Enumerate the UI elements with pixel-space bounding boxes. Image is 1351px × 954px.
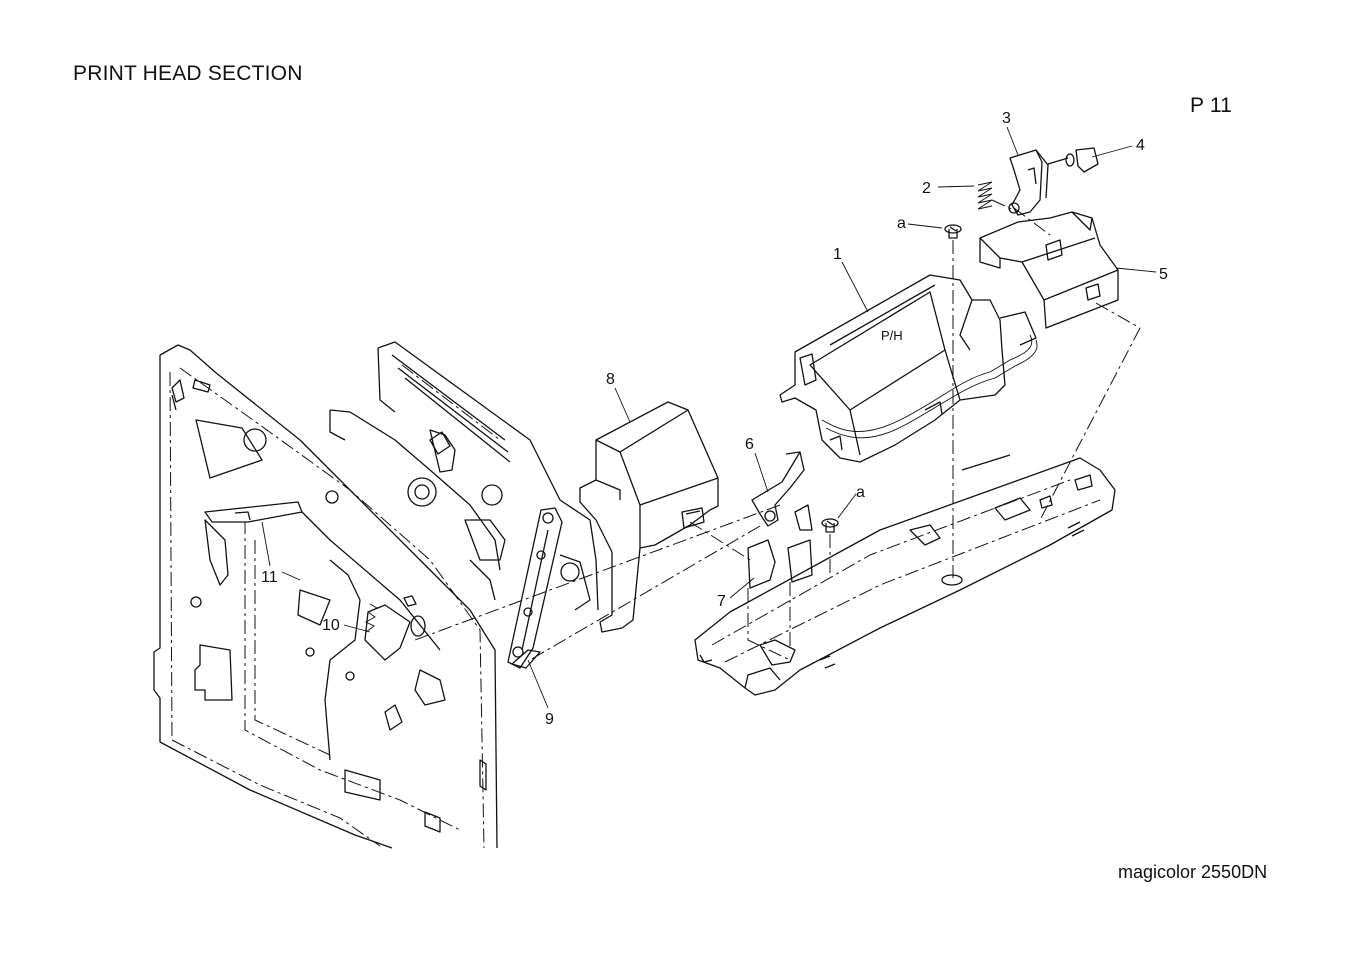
part-7-bracket — [747, 504, 813, 589]
inner-frame-rails — [329, 341, 599, 611]
callout-2: 2 — [922, 180, 931, 197]
page-code: P 11 — [1190, 94, 1233, 117]
print-head-label: P/H — [881, 328, 903, 343]
callout-7: 7 — [717, 593, 726, 610]
callout-3: 3 — [1002, 110, 1011, 127]
callout-11: 11 — [261, 569, 278, 586]
callout-4: 4 — [1136, 137, 1145, 154]
side-frame-panel — [153, 344, 498, 849]
page-title: PRINT HEAD SECTION — [73, 62, 303, 85]
base-plate — [694, 454, 1116, 696]
callout-8: 8 — [606, 371, 615, 388]
part-1-print-head — [779, 274, 1038, 463]
callout-10: 10 — [322, 617, 340, 634]
callout-leaders — [261, 126, 1157, 709]
callout-6: 6 — [745, 436, 754, 453]
part-11-plate — [204, 501, 303, 523]
assembly-guide-lines — [414, 199, 1141, 661]
callout-a-lower: a — [856, 484, 865, 501]
callout-9: 9 — [545, 711, 554, 728]
part-4-stopper — [1047, 147, 1099, 173]
screw-a-lower — [821, 518, 839, 533]
part-6-latch — [751, 451, 805, 527]
screw-a-upper — [944, 224, 962, 239]
callout-5: 5 — [1159, 266, 1168, 283]
part-5-cover — [979, 211, 1119, 329]
callout-1: 1 — [833, 246, 842, 263]
model-name: magicolor 2550DN — [1118, 862, 1268, 882]
part-9-bracket — [507, 507, 563, 669]
part-2-spring — [977, 181, 993, 210]
part-3-lever — [1008, 149, 1049, 216]
callout-a-upper: a — [897, 215, 906, 232]
part-10-spring-lever — [364, 595, 426, 661]
part-8-housing — [579, 401, 719, 633]
